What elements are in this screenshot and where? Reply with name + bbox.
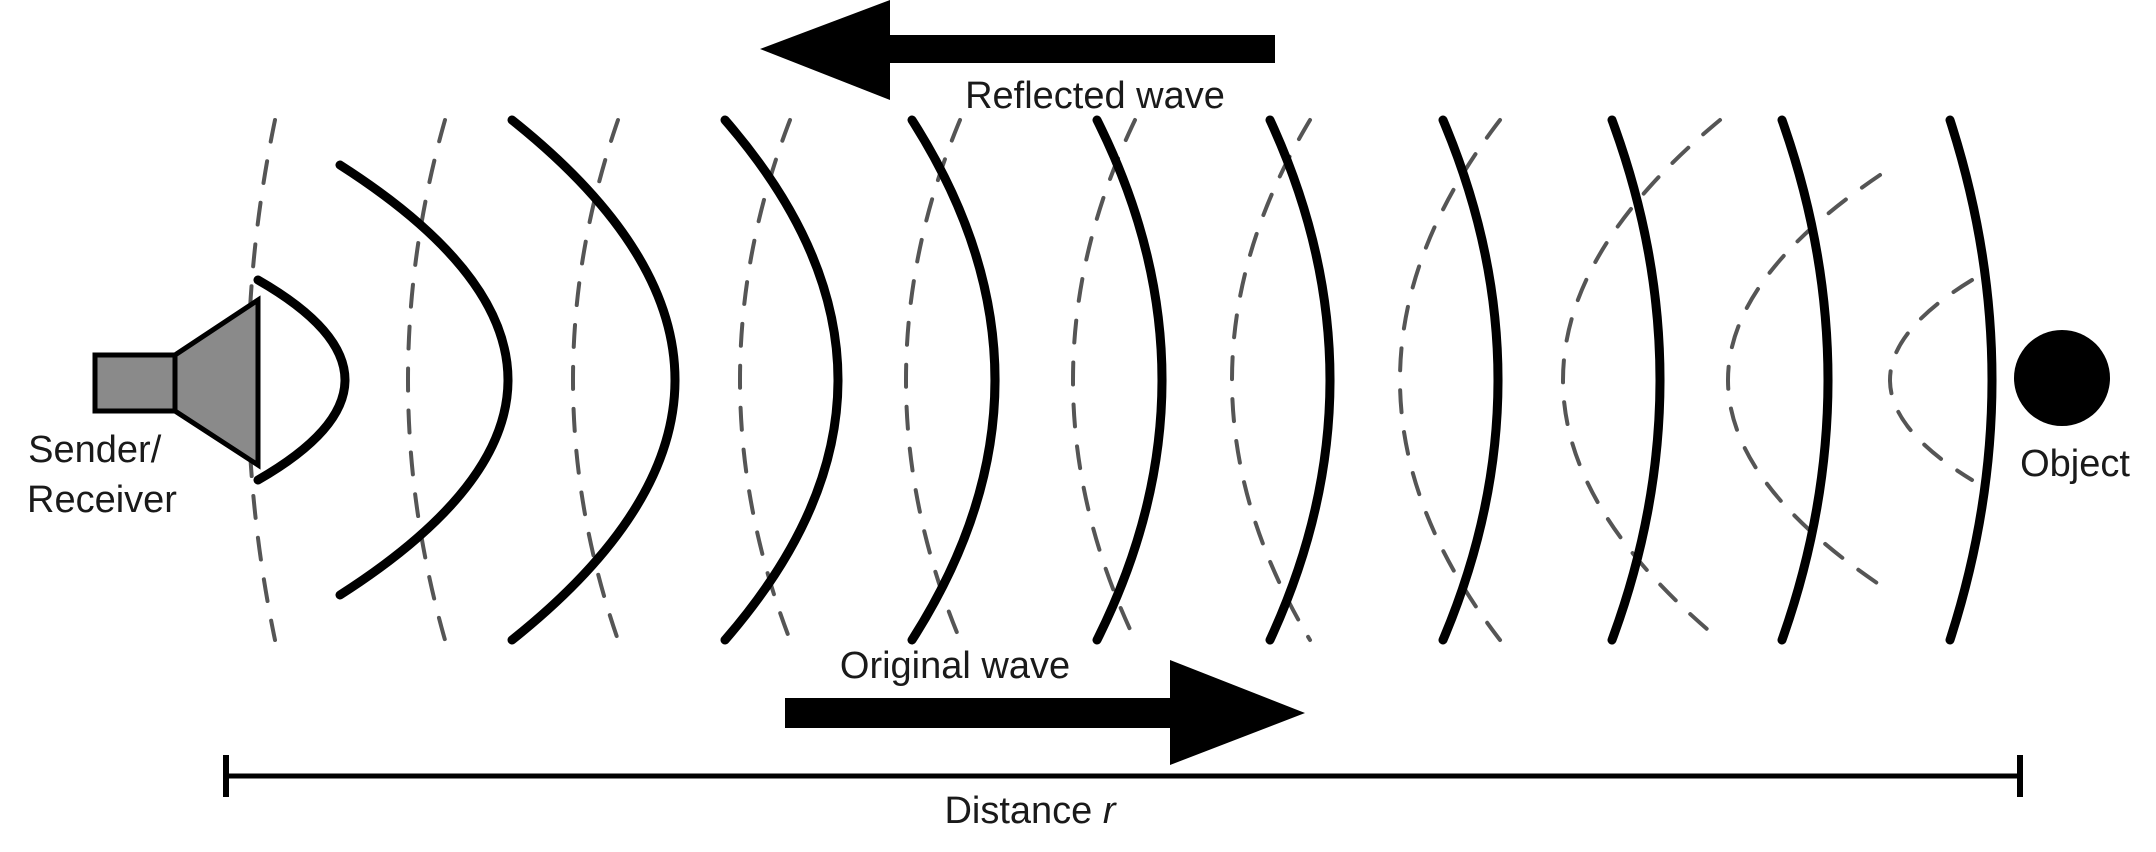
original-wavefront-11 [1945, 115, 1997, 645]
original-wavefront-4 [720, 115, 843, 645]
reflected-arrow [760, 0, 1275, 100]
reflected-wavefront-4 [1398, 118, 1502, 642]
sender-receiver-label: Sender/ Receiver [27, 429, 177, 521]
original-wavefront-9 [1607, 115, 1665, 645]
reflected-wavefronts [246, 118, 1974, 642]
reflected-wavefront-8 [738, 118, 792, 642]
speaker-icon [92, 295, 261, 470]
reflected-wavefront-6 [1071, 118, 1137, 642]
arrow-right-icon [1170, 660, 1305, 765]
distance-bar [223, 755, 2023, 797]
reflected-wavefront-7 [904, 118, 962, 642]
original-wavefront-2 [335, 160, 513, 600]
original-wavefronts [253, 115, 1997, 645]
original-wavefront-7 [1265, 115, 1335, 645]
reflected-wavefront-3 [1561, 118, 1722, 642]
original-wavefront-6 [1092, 115, 1167, 645]
object-label: Object [2020, 443, 2130, 485]
reflected-wavefront-9 [571, 118, 620, 642]
original-wavefront-8 [1438, 115, 1503, 645]
distance-label: Distance r [944, 790, 1116, 832]
original-arrow [785, 660, 1305, 765]
distance-variable: r [1103, 790, 1117, 832]
distance-label-text: Distance [944, 790, 1102, 832]
reflected-wavefront-1 [1888, 278, 1974, 482]
reflected-wavefront-2 [1726, 173, 1882, 587]
sender-label-line2: Receiver [27, 479, 177, 521]
original-wavefront-3 [507, 115, 680, 645]
arrow-left-icon [760, 0, 890, 100]
original-wavefront-10 [1777, 115, 1833, 645]
original-wave-label: Original wave [840, 645, 1070, 687]
original-wavefront-1 [253, 275, 350, 485]
reflected-wavefront-5 [1230, 118, 1312, 642]
original-wavefront-5 [907, 115, 1000, 645]
reflected-wavefront-10 [406, 118, 447, 642]
reflected-wave-label: Reflected wave [965, 75, 1225, 117]
sender-label-line1: Sender/ [28, 429, 162, 471]
object-shape [2014, 330, 2110, 426]
